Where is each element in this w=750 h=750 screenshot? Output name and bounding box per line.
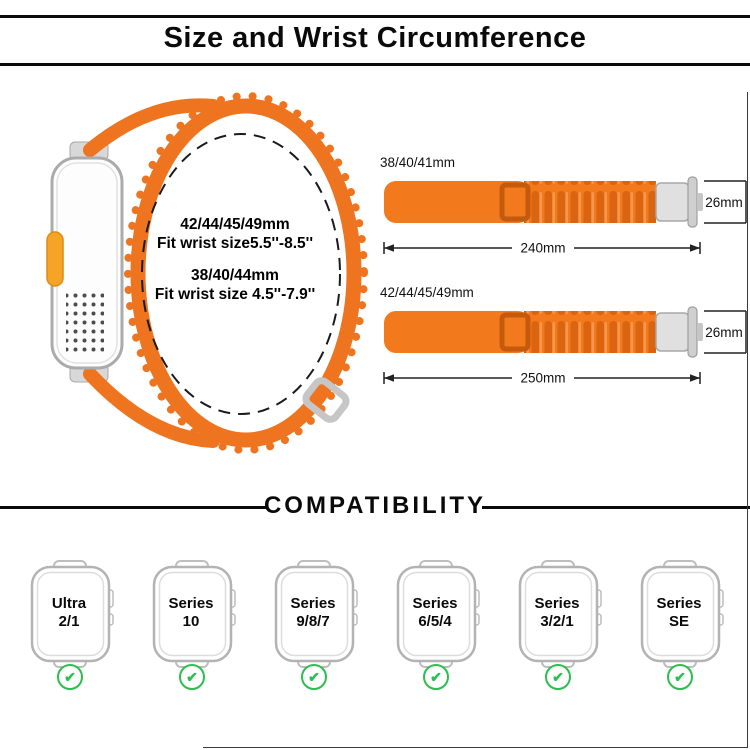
band-lug-pin (697, 323, 703, 341)
band-loop (130, 98, 362, 448)
band-width-label: 26mm (705, 325, 743, 340)
check-icon: ✔ (57, 664, 83, 690)
model-line2: 3/2/1 (540, 613, 574, 630)
band-ribbed-section (524, 181, 656, 223)
model-line2: 2/1 (58, 613, 80, 630)
band-buckle-icon (302, 377, 350, 423)
loop-fit-small: Fit wrist size 4.5''-7.9'' (155, 286, 315, 303)
model-line2: SE (668, 613, 689, 630)
band-ribbed-section (524, 311, 656, 353)
band-lug-bar (687, 176, 698, 228)
band-ghook-icon (499, 182, 531, 222)
band-ghook-icon (499, 312, 531, 352)
loop-size-large: 42/44/45/49mm (180, 216, 289, 233)
model-label: Series 3/2/1 (518, 570, 596, 656)
watch-frame: Series SE (634, 558, 726, 670)
model-series-987: Series 9/8/7 ✔ (264, 558, 364, 690)
band-length-label: 240mm (520, 241, 565, 256)
model-line2: 10 (182, 613, 200, 630)
band-strap-bottom (83, 367, 220, 448)
check-icon: ✔ (667, 664, 693, 690)
watch-band-loop-illustration: 42/44/45/49mm Fit wrist size5.5''-8.5'' … (46, 92, 368, 454)
band-size-label: 38/40/41mm (380, 155, 455, 170)
loop-size-small: 38/40/44mm (191, 267, 279, 284)
model-line2: 9/8/7 (296, 613, 330, 630)
watch-outline-icon (640, 560, 724, 668)
width-dimension-bracket (704, 310, 747, 354)
check-icon: ✔ (179, 664, 205, 690)
band-lug-bar (687, 306, 698, 358)
watch-outline-icon (518, 560, 602, 668)
watch-outline-icon (152, 560, 236, 668)
compat-divider-left (0, 506, 268, 509)
band-size-label: 42/44/45/49mm (380, 285, 474, 300)
width-dimension-bracket (704, 180, 747, 224)
model-label: Series 9/8/7 (274, 570, 352, 656)
model-series-se: Series SE ✔ (630, 558, 730, 690)
watch-outline-icon (396, 560, 480, 668)
band-diagram-small: 38/40/41mm 26mm 240mm (380, 155, 747, 256)
model-label: Series 10 (152, 570, 230, 656)
model-line1: Series (534, 595, 580, 613)
arrow-right-icon (690, 244, 700, 252)
model-line1: Series (168, 595, 214, 613)
compatible-models-row: Ultra 2/1 ✔ Series 10 (0, 558, 750, 690)
band-width-label: 26mm (705, 195, 743, 210)
image-border-bottom (203, 746, 748, 748)
model-ultra: Ultra 2/1 ✔ (20, 558, 120, 690)
page-title: Size and Wrist Circumference (163, 22, 587, 54)
check-icon: ✔ (301, 664, 327, 690)
arrow-left-icon (384, 374, 394, 382)
model-line2: 6/5/4 (418, 613, 452, 630)
title-divider (0, 63, 750, 66)
band-scallop-edge (124, 92, 368, 454)
band-strap-top (83, 98, 220, 157)
watch-frame: Ultra 2/1 (24, 558, 116, 670)
arrow-right-icon (690, 374, 700, 382)
arrow-left-icon (384, 244, 394, 252)
compatibility-title: COMPATIBILITY (263, 492, 487, 519)
band-length-label: 250mm (520, 371, 565, 386)
watch-frame: Series 10 (146, 558, 238, 670)
check-icon: ✔ (423, 664, 449, 690)
model-line1: Series (412, 595, 458, 613)
model-series-10: Series 10 ✔ (142, 558, 242, 690)
model-series-321: Series 3/2/1 ✔ (508, 558, 608, 690)
band-lug-pin (697, 193, 703, 211)
band-diagram-large: 42/44/45/49mm 26mm 250mm (380, 285, 747, 386)
action-button-icon (46, 231, 64, 287)
watch-frame: Series 3/2/1 (512, 558, 604, 670)
top-divider (0, 15, 750, 18)
model-line1: Series (290, 595, 336, 613)
check-icon: ✔ (545, 664, 571, 690)
image-border-right (746, 92, 748, 748)
model-label: Series SE (640, 570, 718, 656)
band-dimension-diagrams: 38/40/41mm 26mm 240mm 42/44/45/49mm 26mm (380, 155, 747, 386)
model-line1: Series (656, 595, 702, 613)
compat-divider-right (482, 506, 750, 509)
band-adapter (655, 182, 690, 222)
band-strap-section (384, 181, 530, 223)
model-line1: Ultra (51, 595, 87, 613)
model-label: Ultra 2/1 (30, 570, 108, 656)
wrist-dashed-ellipse (141, 133, 341, 415)
watch-outline-icon (274, 560, 358, 668)
loop-fit-large: Fit wrist size5.5''-8.5'' (157, 235, 313, 252)
watch-frame: Series 6/5/4 (390, 558, 482, 670)
band-strap-section (384, 311, 530, 353)
watch-frame: Series 9/8/7 (268, 558, 360, 670)
speaker-grille-icon (66, 290, 104, 352)
model-label: Series 6/5/4 (396, 570, 474, 656)
watch-outline-icon (30, 560, 114, 668)
model-series-654: Series 6/5/4 ✔ (386, 558, 486, 690)
band-adapter (655, 312, 690, 352)
